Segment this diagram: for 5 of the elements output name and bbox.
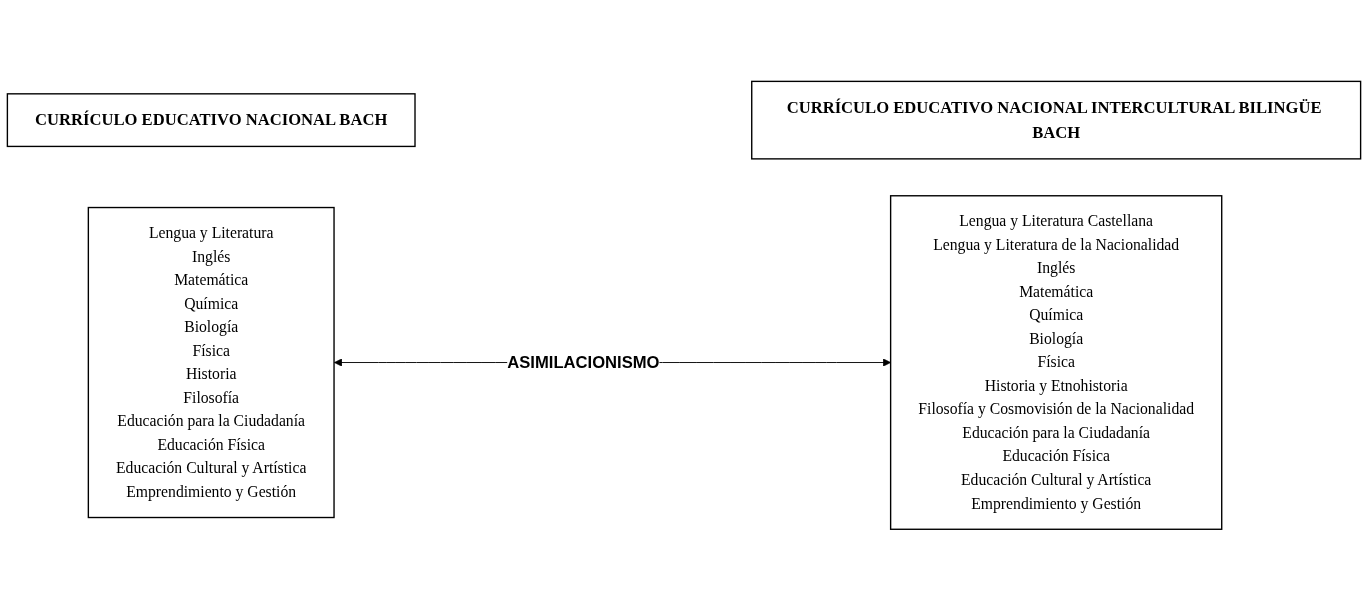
node-box: CURRÍCULO EDUCATIVO NACIONAL BACH [6, 92, 416, 147]
node-box: Lengua y Literatura Castellana Lengua y Literatura de la Nacionalidad Inglés Matemática Química Biología Física Historia y Etnohistoria Filosofía y Cosmovisión de la Nacionalidad Educación para la Ciudadanía Educación Física Educación Cultural y Artística Emprendimiento y Gestión [889, 194, 1223, 530]
node-box: CURRÍCULO EDUCATIVO NACIONAL INTERCULTURAL BILINGÜE BACH [751, 80, 1362, 160]
edge-label: ASIMILACIONISMO [507, 352, 660, 371]
node-box: Lengua y Literatura Inglés Matemática Química Biología Física Historia Filosofía Educación para la Ciudadanía Educación Física Educación Cultural y Artística Emprendimiento y Gestión [87, 206, 335, 518]
